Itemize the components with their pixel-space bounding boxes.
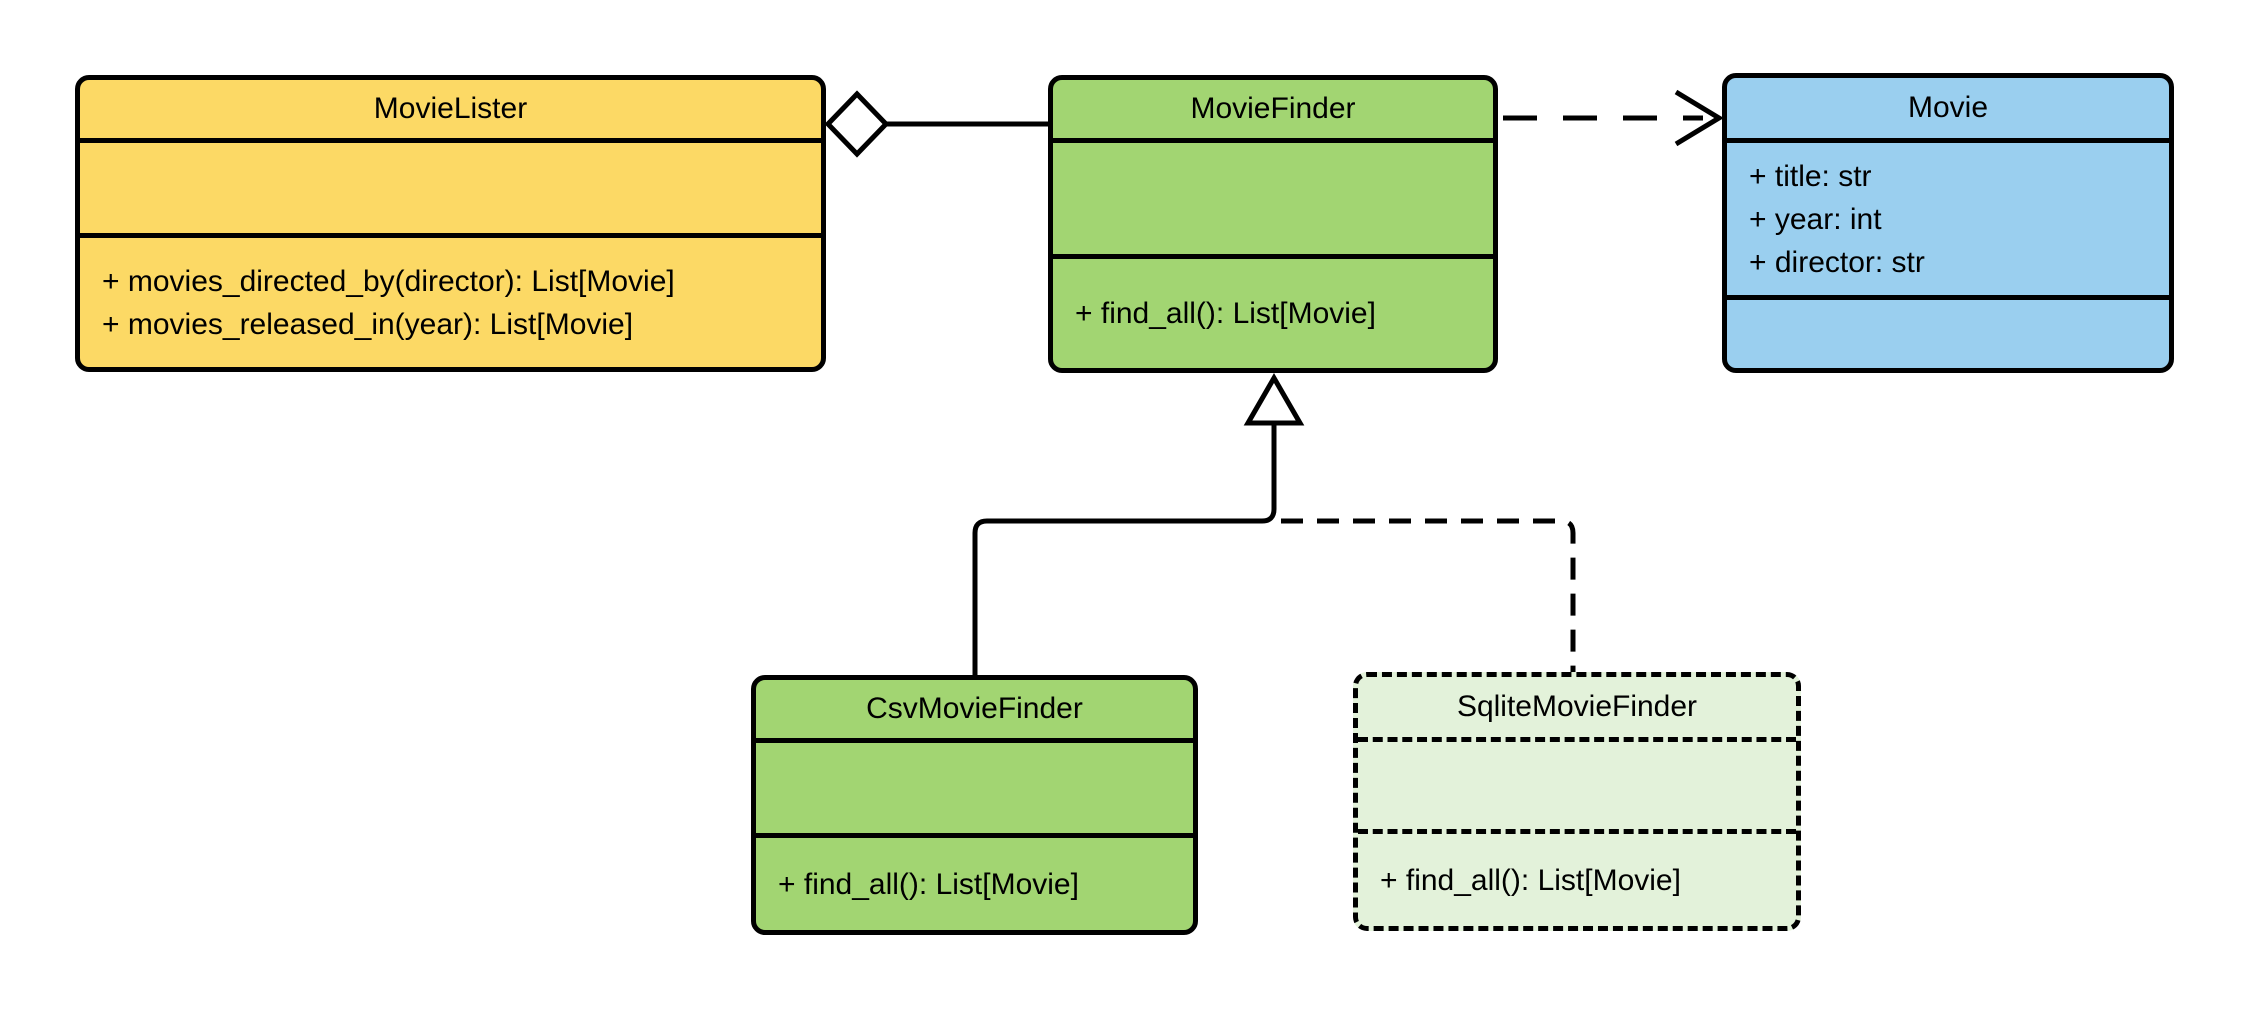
class-sqlitemoviefinder[interactable]: SqliteMovieFinder + find_all(): List[Mov… bbox=[1353, 672, 1801, 931]
methods-compartment: + find_all(): List[Movie] bbox=[1358, 834, 1796, 926]
class-title: MovieLister bbox=[80, 80, 821, 143]
methods-compartment: + find_all(): List[Movie] bbox=[1053, 259, 1493, 368]
method-item: + find_all(): List[Movie] bbox=[778, 867, 1079, 901]
class-moviefinder[interactable]: MovieFinder + find_all(): List[Movie] bbox=[1048, 75, 1498, 373]
methods-compartment: + movies_directed_by(director): List[Mov… bbox=[80, 238, 821, 367]
class-title: Movie bbox=[1727, 78, 2169, 143]
attribute-item: + year: int bbox=[1749, 202, 1882, 236]
methods-compartment bbox=[1727, 300, 2169, 368]
method-item: + movies_released_in(year): List[Movie] bbox=[102, 307, 634, 341]
hollow-diamond-icon bbox=[824, 90, 890, 158]
generalization-sqlitemoviefinder-moviefinder[interactable] bbox=[1281, 518, 1576, 674]
method-item: + movies_directed_by(director): List[Mov… bbox=[102, 264, 675, 298]
method-item: + find_all(): List[Movie] bbox=[1380, 863, 1681, 897]
class-title: SqliteMovieFinder bbox=[1358, 677, 1796, 742]
class-movie[interactable]: Movie + title: str + year: int + directo… bbox=[1722, 73, 2174, 373]
attribute-item: + director: str bbox=[1749, 245, 1925, 279]
attribute-item: + title: str bbox=[1749, 159, 1872, 193]
open-arrow-icon bbox=[1674, 89, 1724, 147]
attributes-compartment bbox=[80, 143, 821, 238]
aggregation-movielister-moviefinder[interactable] bbox=[824, 90, 1053, 158]
class-title: CsvMovieFinder bbox=[756, 680, 1193, 743]
class-movielister[interactable]: MovieLister + movies_directed_by(directo… bbox=[75, 75, 826, 372]
dependency-moviefinder-movie[interactable] bbox=[1503, 89, 1724, 147]
attributes-compartment bbox=[1053, 143, 1493, 259]
class-csvmoviefinder[interactable]: CsvMovieFinder + find_all(): List[Movie] bbox=[751, 675, 1198, 935]
generalization-dashed-line[interactable] bbox=[1281, 518, 1576, 674]
generalization-csvmoviefinder-moviefinder[interactable] bbox=[972, 373, 1305, 677]
hollow-triangle-icon bbox=[1243, 373, 1305, 426]
generalization-solid-line[interactable] bbox=[972, 421, 1277, 677]
class-title: MovieFinder bbox=[1053, 80, 1493, 143]
method-item: + find_all(): List[Movie] bbox=[1075, 297, 1376, 330]
attributes-compartment bbox=[1358, 742, 1796, 834]
attributes-compartment bbox=[756, 743, 1193, 838]
methods-compartment: + find_all(): List[Movie] bbox=[756, 838, 1193, 930]
attributes-compartment: + title: str + year: int + director: str bbox=[1727, 143, 2169, 300]
